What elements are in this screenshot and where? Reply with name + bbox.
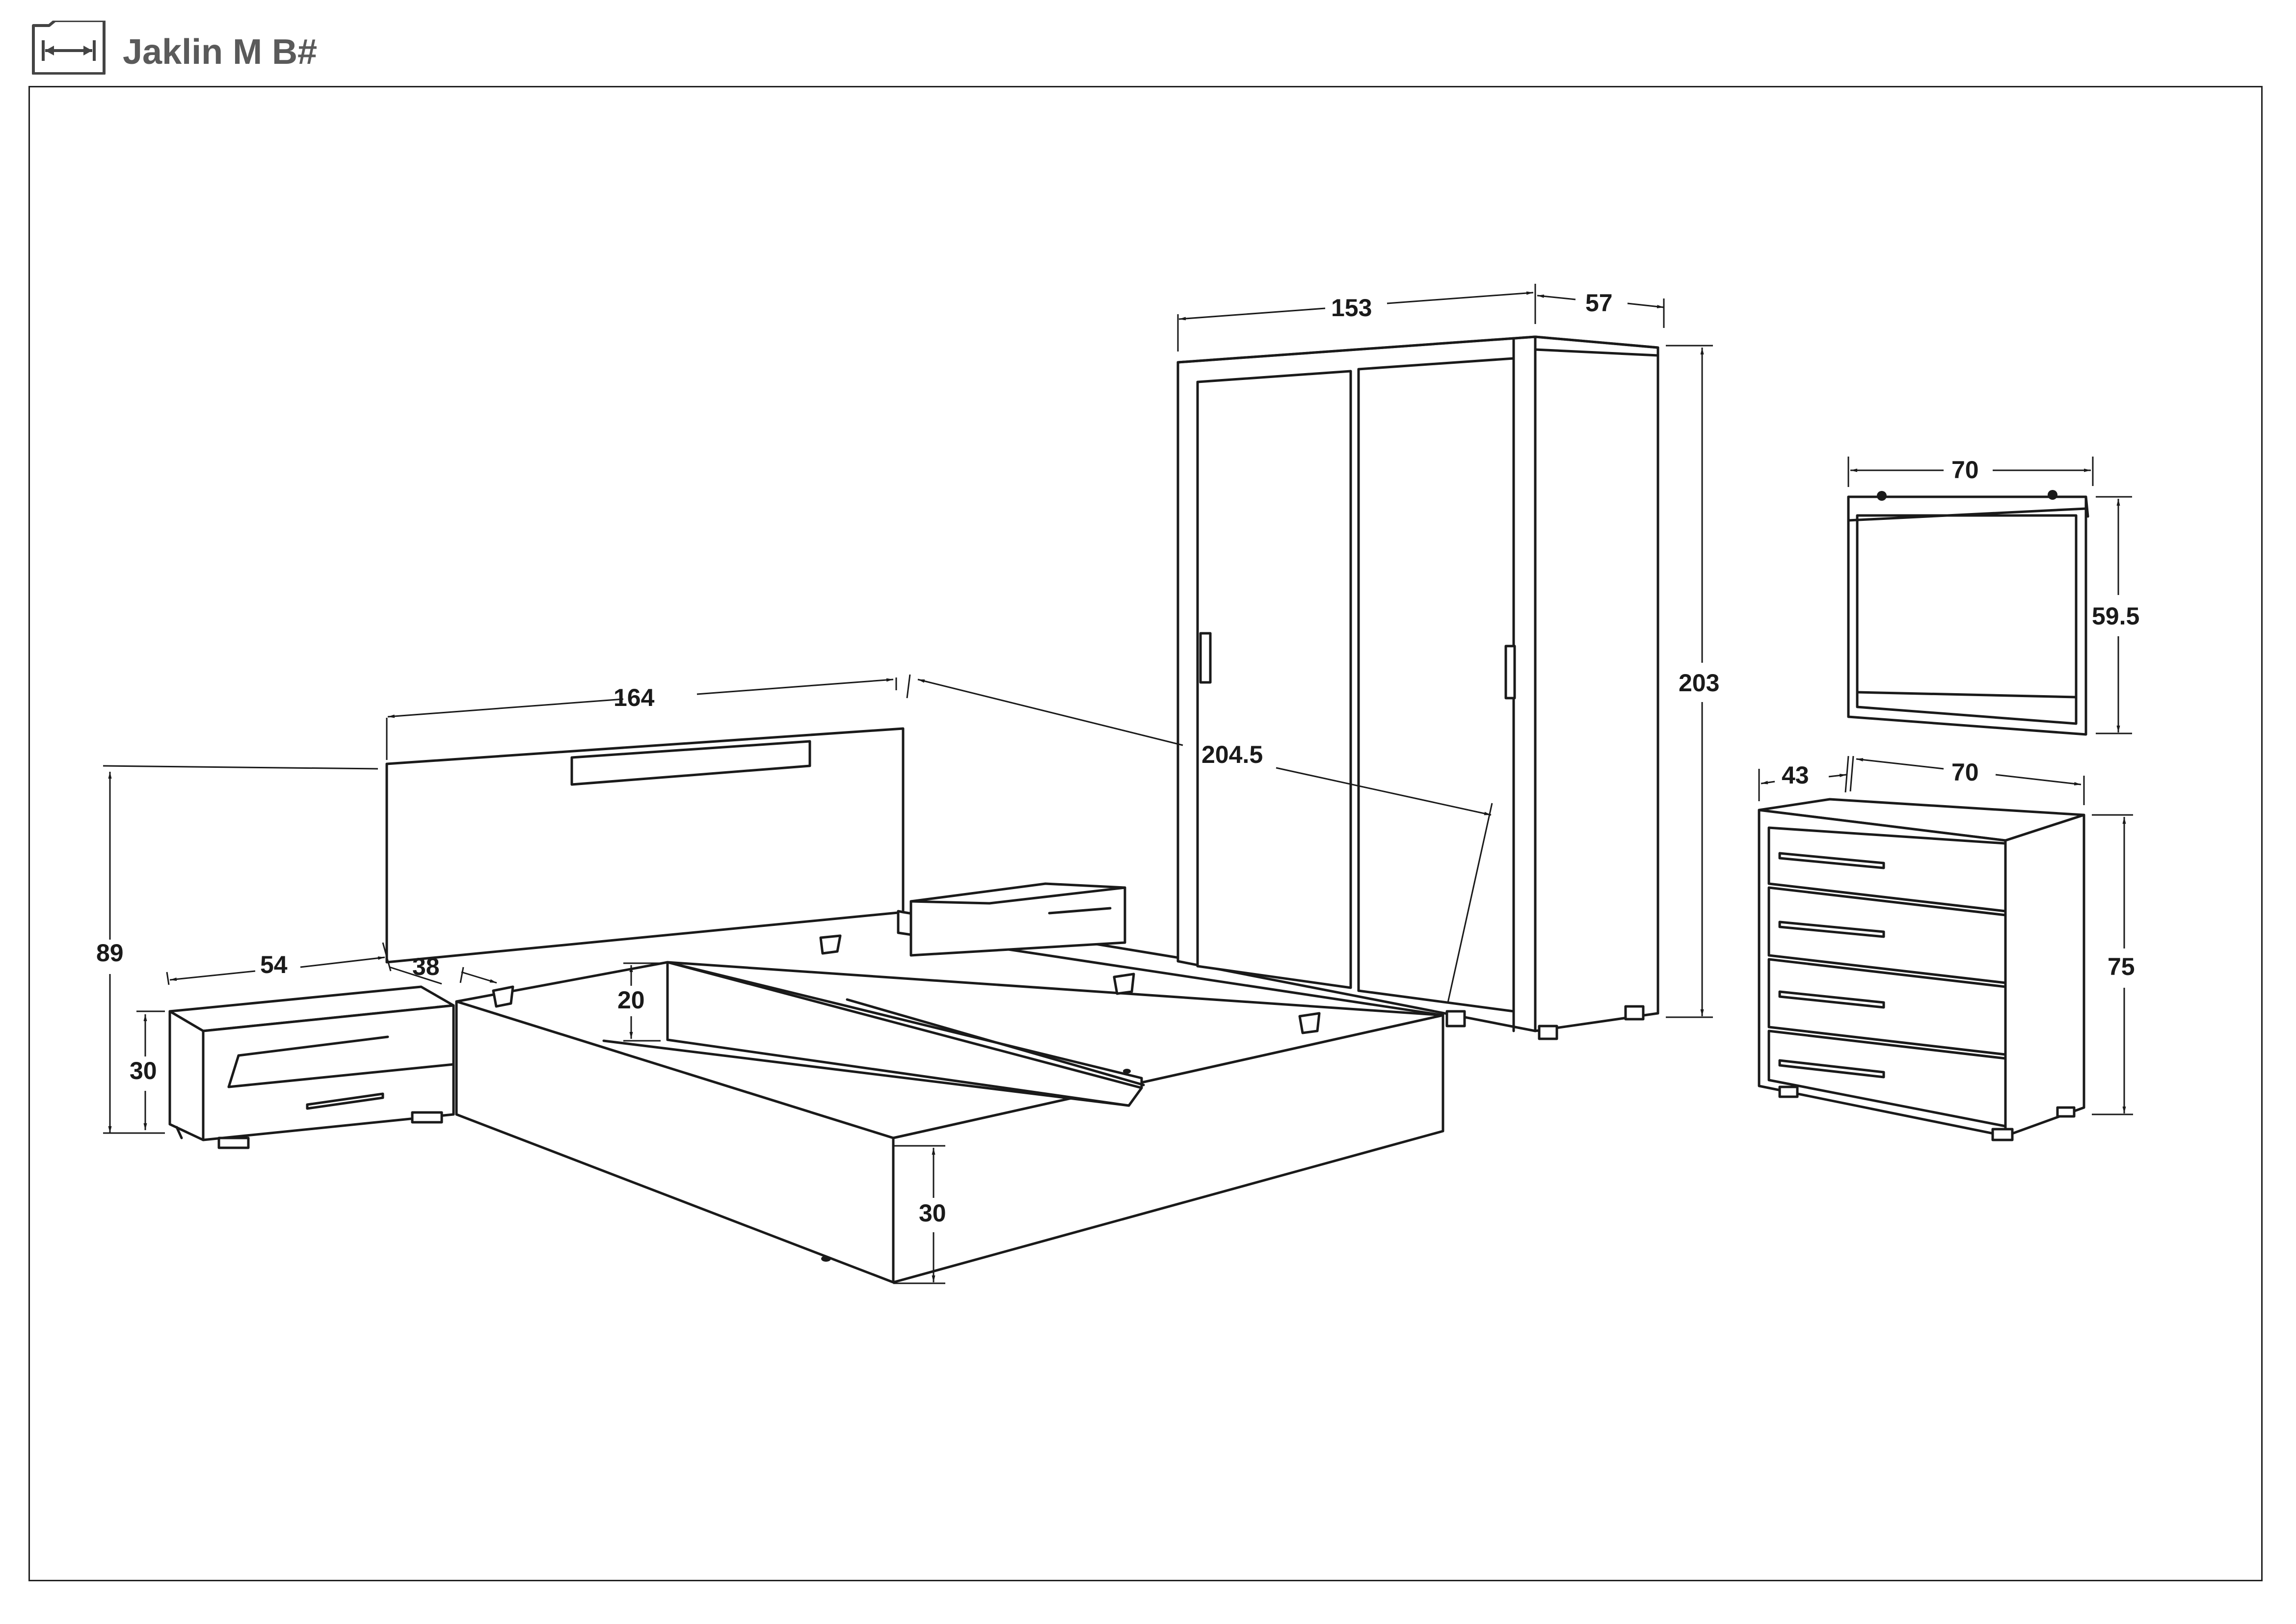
dim-bed-width: 164 <box>614 684 655 711</box>
wardrobe <box>1176 335 1659 1040</box>
dresser <box>1758 798 2085 1141</box>
mirror-hook-right <box>2048 490 2057 500</box>
dresser-drawer-3 <box>1767 958 2007 1056</box>
dim-bed-side-offset: 38 <box>412 953 440 980</box>
nightstand-right <box>909 882 1126 957</box>
wardrobe-door-left <box>1196 370 1352 989</box>
dim-bed-inner-step: 20 <box>617 986 645 1014</box>
dimension-lines <box>103 284 2133 1284</box>
dim-wardrobe-depth: 57 <box>1585 289 1613 317</box>
bed-bracket-3 <box>1113 973 1135 995</box>
dim-dresser-depth: 43 <box>1782 761 1809 789</box>
wardrobe-side <box>1534 335 1659 1032</box>
dim-headboard-height: 89 <box>96 939 124 967</box>
dim-nightstand-height: 30 <box>130 1057 157 1084</box>
nightstand-left <box>168 985 455 1149</box>
header: Jaklin M B# <box>0 0 2296 79</box>
dim-nightstand-width: 54 <box>260 951 288 978</box>
dim-mirror-width: 70 <box>1951 456 1979 484</box>
dimension-labels: 164 204.5 89 30 54 38 20 30 153 57 203 7… <box>96 289 2139 1227</box>
mirror <box>1847 490 2089 736</box>
dim-wardrobe-width: 153 <box>1331 294 1372 322</box>
dim-dresser-width: 70 <box>1951 758 1979 786</box>
wardrobe-handle-left <box>1199 632 1212 684</box>
bed-foot-face <box>892 1014 1444 1284</box>
wardrobe-handle-right <box>1504 645 1516 700</box>
dresser-drawer-4 <box>1767 1029 2007 1128</box>
dim-bed-frame-height: 30 <box>919 1199 946 1227</box>
mirror-hook-left <box>1877 491 1887 501</box>
dim-wardrobe-height: 203 <box>1679 669 1719 697</box>
wardrobe-top <box>1176 335 1659 364</box>
headboard-shelf <box>570 740 811 786</box>
dimensions-icon <box>32 21 106 75</box>
drawing-frame <box>28 86 2263 1581</box>
dim-mirror-height: 59.5 <box>2092 602 2139 630</box>
wardrobe-door-right <box>1357 357 1515 1013</box>
dresser-side <box>2004 813 2085 1137</box>
bed-bracket-4 <box>1298 1012 1321 1034</box>
dim-dresser-height: 75 <box>2108 953 2135 980</box>
page-title: Jaklin M B# <box>123 32 318 72</box>
bed <box>385 727 1444 1284</box>
nightstand-drawer-handle <box>306 1092 384 1110</box>
bed-bracket-2 <box>819 934 842 955</box>
bed-bracket-1 <box>492 985 514 1008</box>
dim-bed-length: 204.5 <box>1201 741 1263 768</box>
dresser-drawer-2 <box>1767 886 2007 984</box>
dresser-drawer-1 <box>1767 826 2007 913</box>
